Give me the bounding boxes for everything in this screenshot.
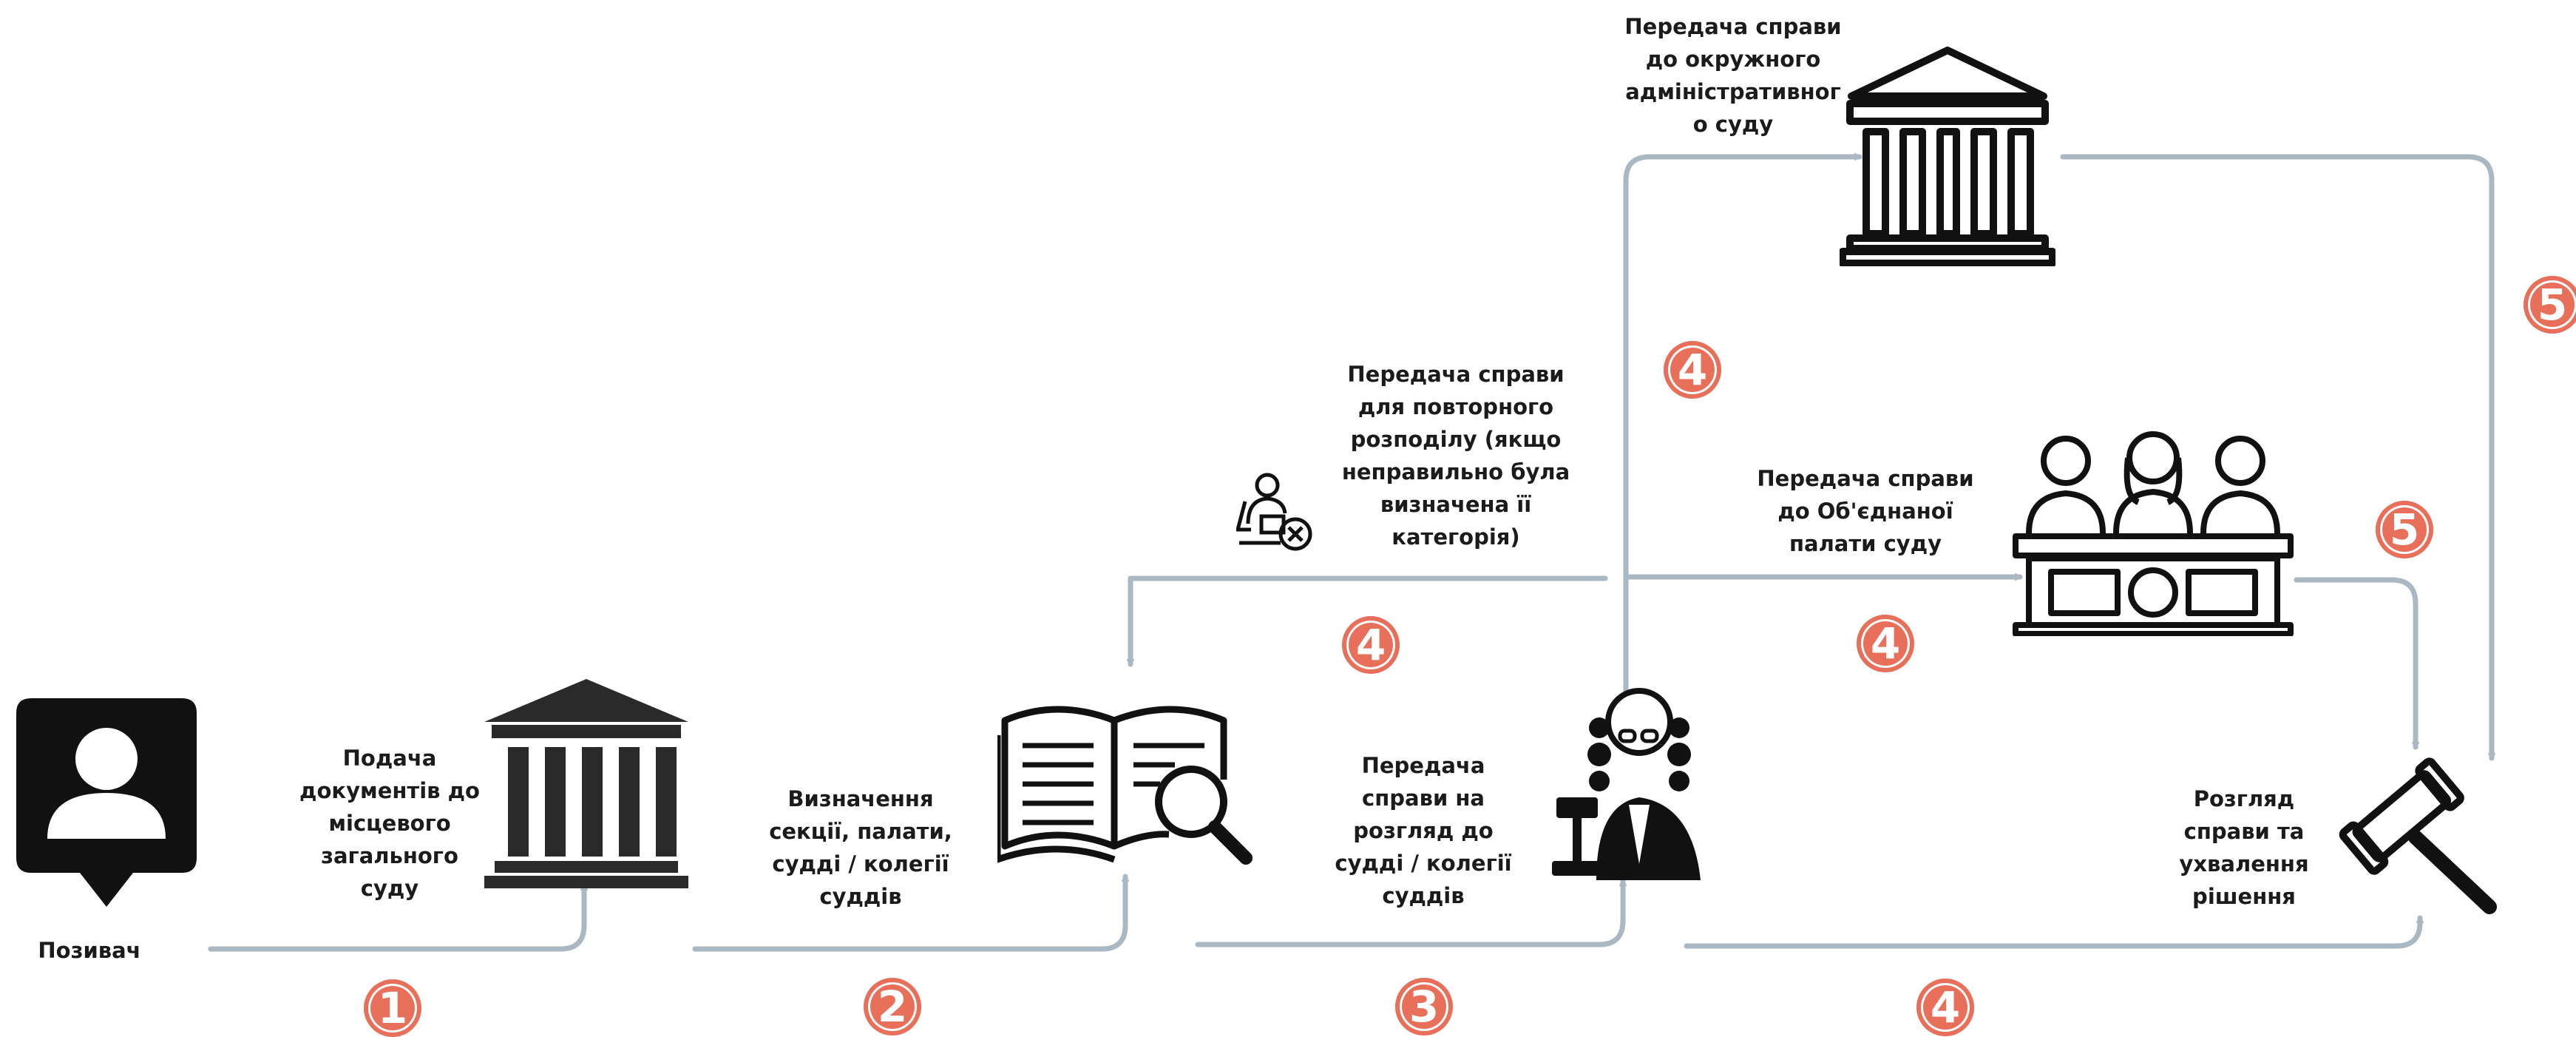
user-icon <box>16 698 197 907</box>
arrow-plaintiff-to-local-court <box>208 882 588 952</box>
arrow-judge-to-decision <box>1684 915 2424 949</box>
step-badge: 5 <box>2524 276 2576 334</box>
arrow-joint-chamber-to-decision <box>2294 577 2419 750</box>
step-badge: 3 <box>1395 978 1453 1036</box>
courthouse-icon <box>484 679 688 888</box>
arrow-redistribution-back <box>1127 575 1608 667</box>
judge-icon <box>1552 688 1701 880</box>
step-badge: 4 <box>1857 615 1914 672</box>
step-badge: 5 <box>2376 501 2433 558</box>
step-badge: 4 <box>1916 979 1974 1036</box>
step-badge: 1 <box>364 979 421 1037</box>
redistribution-label: Передача справи для повторного розподілу… <box>1341 362 1570 550</box>
jury-icon <box>2013 431 2294 636</box>
step-badge: 4 <box>1664 341 1721 399</box>
book-search-icon <box>997 706 1253 865</box>
arrow-registry-to-judge <box>1195 878 1627 948</box>
step1-label: Подача документів до місцевого загальног… <box>299 746 480 901</box>
decision-label: Розгляд справи та ухвалення рішення <box>2179 786 2309 909</box>
step-badge: 4 <box>1342 616 1400 674</box>
redistribution-icon <box>1236 473 1312 551</box>
step-badge: 2 <box>864 978 921 1036</box>
gavel-icon <box>2339 757 2497 914</box>
step3-label: Передача справи на розгляд до судді / ко… <box>1335 753 1512 908</box>
step2-label: Визначення секції, палати, судді / колег… <box>769 786 952 909</box>
joint-chamber-label: Передача справи до Об'єднаної палати суд… <box>1757 466 1974 556</box>
arrow-judge-up-to-admin-court <box>1623 153 1862 697</box>
arrow-admin-court-to-decision <box>2060 154 2495 761</box>
plaintiff-label: Позивач <box>38 938 141 963</box>
courthouse-icon <box>1840 47 2055 266</box>
district-admin-court-label: Передача справи до окружного адміністрат… <box>1624 14 1842 137</box>
arrow-local-court-to-registry <box>692 874 1129 952</box>
